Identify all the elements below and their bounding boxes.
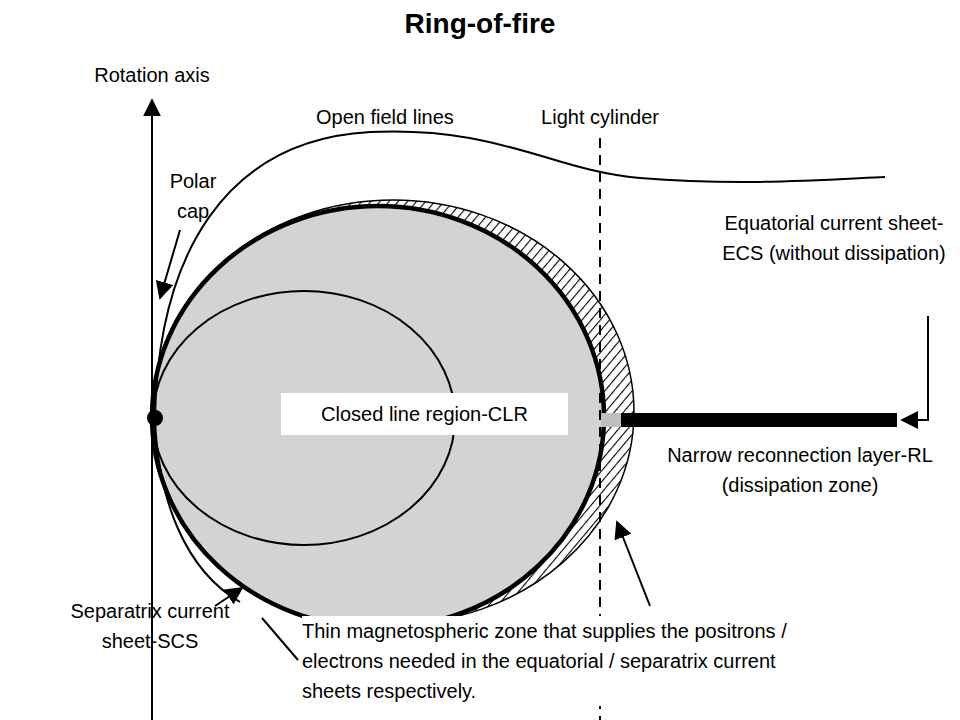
annotation-label: Rotation axis xyxy=(72,60,232,90)
equatorial-current-sheet xyxy=(621,413,897,427)
annotation-label: Equatorial current sheet-ECS (without di… xyxy=(718,208,950,268)
region-box: Closed line region-CLR xyxy=(281,393,568,435)
annotation-label: Narrow reconnection layer-RL (dissipatio… xyxy=(650,440,950,500)
annotation-label: Polar cap xyxy=(160,166,226,226)
leader-line xyxy=(262,618,298,660)
pole-dot xyxy=(147,410,163,426)
closed-line-region xyxy=(152,206,604,628)
diagram-title: Ring-of-fire xyxy=(280,8,680,40)
annotation-label: Light cylinder xyxy=(520,102,680,132)
leader-arrow xyxy=(902,316,928,420)
annotation-label: Open field lines xyxy=(316,102,506,132)
leader-arrow xyxy=(160,230,180,298)
reconnection-layer xyxy=(601,413,621,427)
annotation-label: Separatrix current sheet-SCS xyxy=(64,596,236,656)
open-field-line xyxy=(155,131,885,418)
region-label: Closed line region-CLR xyxy=(321,401,528,427)
rotation-axis xyxy=(151,100,153,720)
annotation-label: Thin magnetospheric zone that supplies t… xyxy=(302,616,802,706)
leader-arrow xyxy=(617,522,650,606)
open-field-line xyxy=(155,418,240,602)
